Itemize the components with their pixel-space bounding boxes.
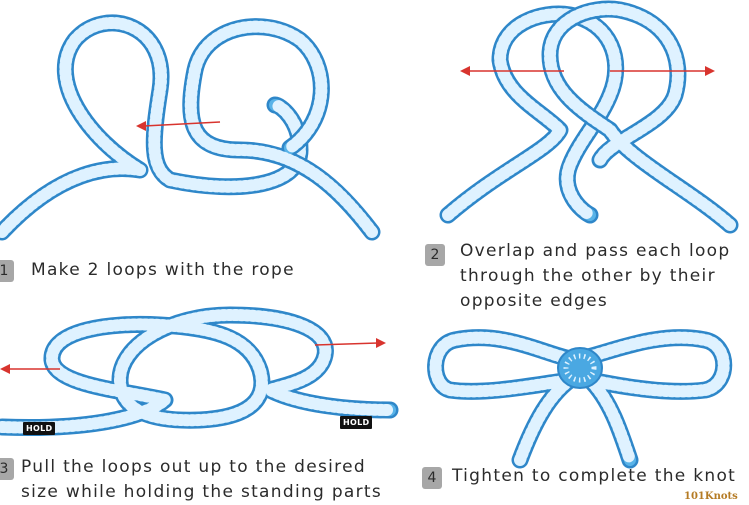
step-3-arrow-left xyxy=(0,364,60,374)
step-1-panel xyxy=(0,0,381,250)
step-1-rope-illustration xyxy=(0,14,381,241)
hold-label-right: HOLD xyxy=(340,416,373,429)
step-2-panel xyxy=(430,0,749,235)
step-3-caption: Pull the loops out up to the desired siz… xyxy=(21,457,383,502)
step-2-arrow-left xyxy=(460,66,564,76)
step-4-rope-illustration xyxy=(427,329,733,469)
step-1-badge: 1 xyxy=(0,260,14,282)
step-2-arrow-right xyxy=(610,66,715,76)
step-4-caption: Tighten to complete the knot xyxy=(452,466,737,486)
step-3-rope-illustration xyxy=(0,306,399,436)
site-logo: 101Knots xyxy=(684,491,738,502)
step-3-badge: 3 xyxy=(0,458,14,480)
step-2-caption: Overlap and pass each loop through the o… xyxy=(460,241,731,311)
step-4-badge: 4 xyxy=(422,467,442,489)
step-2-rope-illustration xyxy=(439,0,739,234)
step-1-arrow xyxy=(136,121,221,131)
step-4-panel xyxy=(425,320,749,469)
step-3-arrow-right xyxy=(314,338,386,348)
hold-label-left: HOLD xyxy=(23,422,56,435)
step-3-panel: HOLD HOLD xyxy=(0,300,400,450)
step-1-caption: Make 2 loops with the rope xyxy=(31,260,295,280)
step-2-badge: 2 xyxy=(425,244,445,266)
